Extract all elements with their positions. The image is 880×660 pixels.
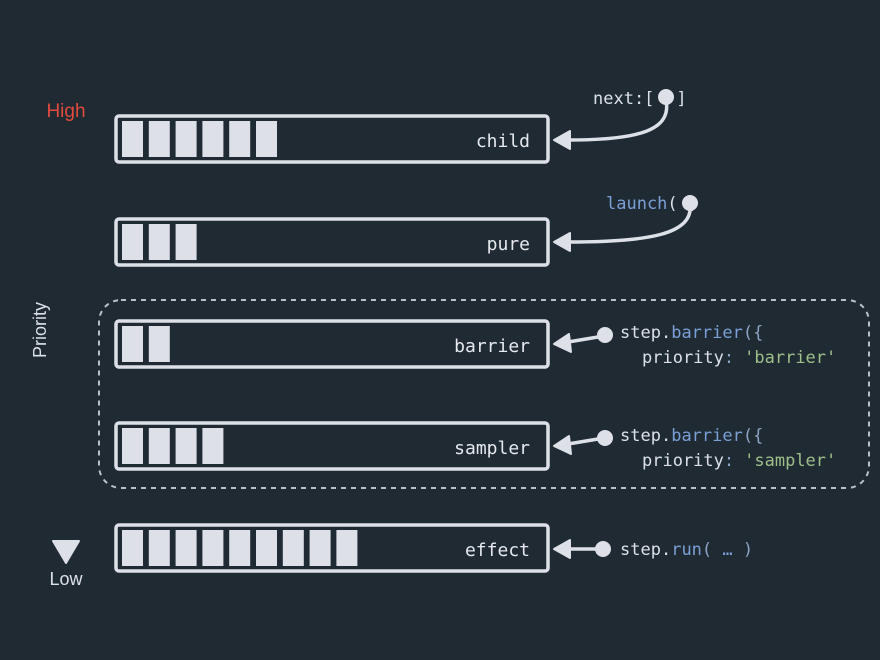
queue-slot	[229, 121, 251, 157]
queue-slot	[202, 530, 224, 566]
queue-slot	[202, 121, 224, 157]
queue-label: sampler	[454, 438, 530, 459]
dot-child	[658, 89, 674, 105]
code-annotations: next:[] launch() step.barrier({ priority…	[593, 89, 836, 560]
queue-slot	[122, 224, 143, 260]
queue-slot	[256, 530, 277, 566]
dot-barrier	[597, 327, 613, 343]
queue-frame	[114, 114, 550, 164]
queue-pure: pure	[114, 217, 550, 267]
queue-slot	[122, 530, 143, 566]
queue-effect: effect	[114, 523, 550, 573]
queue-slot	[175, 428, 197, 464]
queue-frame	[114, 217, 550, 267]
queue-slot	[229, 530, 251, 566]
queue-slot	[122, 121, 143, 157]
queue-slot	[148, 224, 170, 260]
queue-slot	[202, 428, 224, 464]
axis-low-label: Low	[49, 569, 83, 589]
arrowhead-sampler	[553, 435, 572, 455]
priority-axis-arrowhead	[52, 540, 80, 564]
queue-slot	[148, 121, 170, 157]
barrier-group-outline	[98, 299, 870, 489]
connector-child	[566, 98, 669, 142]
queue-list: child pure barrier sampler effect	[114, 114, 550, 573]
queue-barrier: barrier	[114, 319, 550, 369]
priority-axis: High Low Priority	[30, 101, 86, 589]
queue-label: child	[476, 131, 530, 152]
axis-title: Priority	[30, 302, 50, 358]
annotation-child: next:[]	[593, 89, 687, 109]
arrowhead-barrier	[553, 333, 572, 353]
source-dots	[595, 89, 698, 557]
arrowhead-effect	[553, 539, 571, 559]
queue-slot	[256, 121, 277, 157]
queue-label: pure	[487, 234, 530, 255]
queue-frame	[114, 523, 550, 573]
queue-slot	[336, 530, 358, 566]
queue-sampler: sampler	[114, 421, 550, 471]
annotation-pure: launch()	[606, 194, 699, 214]
dot-pure	[682, 195, 698, 211]
annotation-sampler-line2: priority:'sampler'	[642, 451, 836, 471]
queue-slot	[282, 530, 304, 566]
queue-label: barrier	[454, 336, 530, 357]
annotation-sampler-line1: step.barrier({	[620, 426, 763, 446]
queue-frame	[114, 421, 550, 471]
queue-frame	[114, 319, 550, 369]
queue-slot	[148, 428, 170, 464]
annotation-barrier-line1: step.barrier({	[620, 323, 763, 343]
queue-slot	[148, 326, 170, 362]
queue-slot	[122, 326, 143, 362]
connector-pure	[566, 202, 692, 244]
queue-slot	[148, 530, 170, 566]
arrowhead-child	[553, 130, 571, 150]
queue-label: effect	[465, 540, 530, 561]
queue-slot	[175, 530, 197, 566]
axis-high-label: High	[46, 101, 85, 122]
annotation-effect: step.run( … )	[620, 540, 753, 560]
connectors	[553, 98, 692, 559]
queue-slot	[175, 121, 197, 157]
queue-slot	[122, 428, 143, 464]
dot-sampler	[597, 430, 613, 446]
dot-effect	[595, 541, 611, 557]
queue-slot	[175, 224, 197, 260]
queue-child: child	[114, 114, 550, 164]
annotation-barrier-line2: priority:'barrier'	[642, 348, 836, 368]
arrowhead-pure	[553, 232, 571, 252]
queue-slot	[309, 530, 331, 566]
